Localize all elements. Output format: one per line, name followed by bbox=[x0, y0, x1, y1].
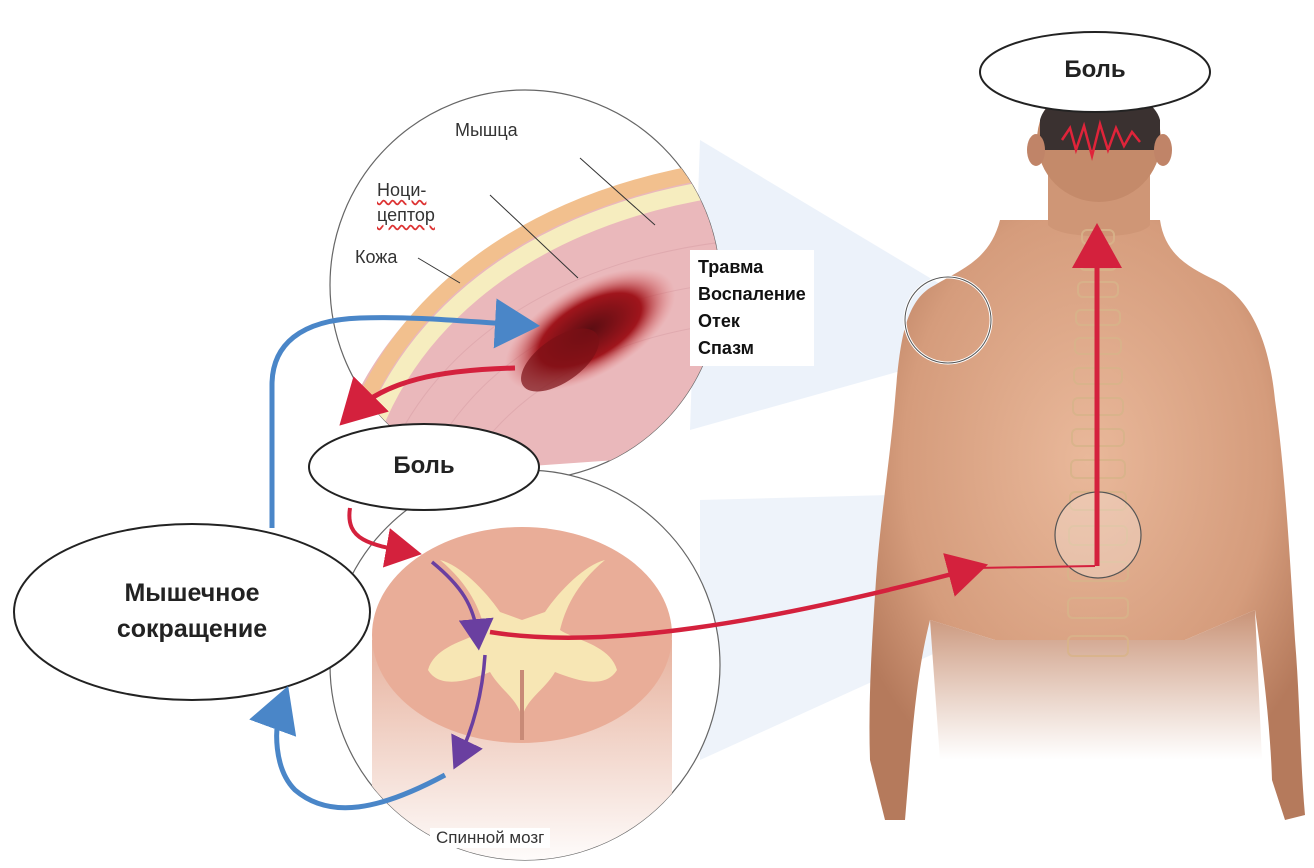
muscle-contraction-text: Мышечное сокращение bbox=[50, 575, 334, 647]
pain-head-text: Боль bbox=[1020, 56, 1170, 84]
skin-label: Кожа bbox=[355, 247, 397, 268]
condition-item: Травма bbox=[698, 254, 806, 281]
pain-middle-text: Боль bbox=[349, 452, 499, 480]
nociceptor-label-line1: Ноци- bbox=[377, 178, 435, 203]
conditions-list: Травма Воспаление Отек Спазм bbox=[690, 250, 814, 366]
condition-item: Воспаление bbox=[698, 281, 806, 308]
nociceptor-label-line2: цептор bbox=[377, 203, 435, 228]
muscle-contraction-line1: Мышечное bbox=[50, 575, 334, 611]
muscle-contraction-line2: сокращение bbox=[50, 611, 334, 647]
human-back-icon bbox=[869, 78, 1305, 820]
spinal-cord-label: Спинной мозг bbox=[430, 828, 550, 848]
spinal-cord-crosssection-icon bbox=[330, 470, 720, 868]
nociceptor-label: Ноци- цептор bbox=[377, 178, 435, 228]
condition-item: Отек bbox=[698, 308, 806, 335]
muscle-label: Мышца bbox=[455, 120, 518, 141]
condition-item: Спазм bbox=[698, 335, 806, 362]
